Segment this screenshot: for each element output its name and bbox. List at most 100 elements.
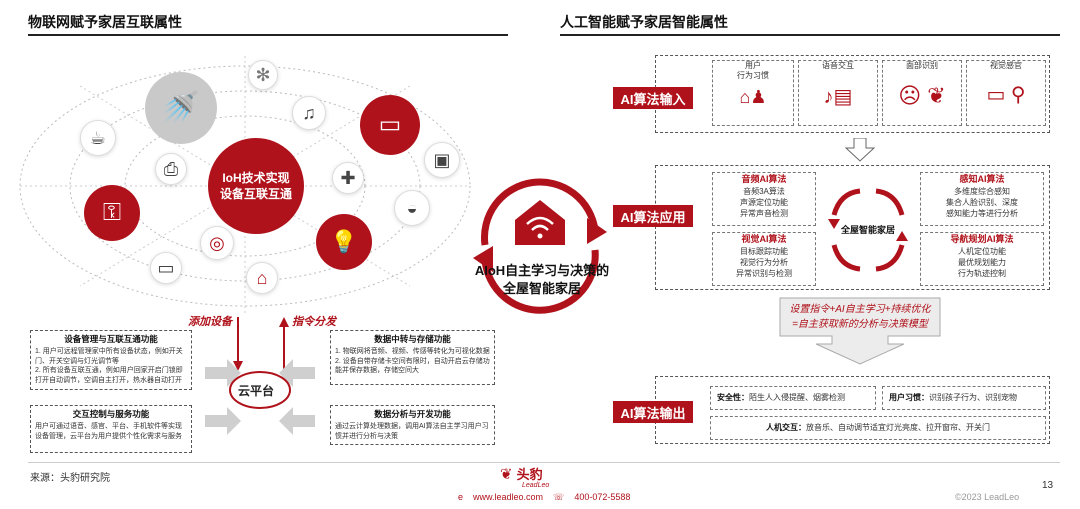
data-analysis-title: 数据分析与开发功能: [374, 409, 451, 419]
printer-icon: ⎙: [155, 153, 187, 185]
add-device-label: 添加设备: [188, 316, 232, 328]
brand-name: 头豹: [516, 467, 543, 482]
face-icon: ☹ ❦: [898, 83, 946, 108]
cycle-arrows: [473, 178, 607, 314]
center-hub: IoH技术实现 设备互联互通: [208, 138, 304, 234]
algo-audio-line: 异常声音检测: [740, 208, 788, 218]
algo-navigation-line: 行为轨迹控制: [958, 268, 1006, 278]
leopard-logo-icon: ❦: [500, 465, 513, 483]
data-transfer-line: 2. 设备自带存储卡空间有限时，自动开启云存储功能并保存数据，存储空间大: [335, 357, 490, 375]
input-item-face-label: 面部识别: [906, 61, 938, 70]
input-item-habit: 用户 行为习惯 ⌂♟: [712, 60, 794, 126]
algo-vision-title: 视觉AI算法: [741, 234, 787, 244]
right-title: 人工智能赋予家居智能属性: [560, 14, 728, 30]
data-analysis-box: 数据分析与开发功能 通过云计算处理数据，调用AI算法自主学习用户习惯并进行分析与…: [330, 405, 495, 445]
bulb-icon: 💡: [316, 214, 372, 270]
algo-vision-line: 目标跟踪功能: [740, 246, 788, 256]
output-habit: 用户习惯：识别孩子行为、识别宠物: [882, 386, 1046, 410]
device-management-title: 设备管理与互联互通功能: [64, 334, 158, 344]
brand-en: LeadLeo: [522, 482, 550, 489]
algo-perception-title: 感知AI算法: [959, 174, 1005, 184]
process-text: 设置指令+AI自主学习+持续优化 =自主获取新的分析与决策模型: [789, 304, 931, 330]
copyright: ©2023 LeadLeo: [955, 492, 1020, 502]
algo-audio-line: 声源定位功能: [740, 197, 788, 207]
output-hci-label: 人机交互：: [766, 423, 806, 432]
process-arrow: [779, 297, 941, 365]
data-transfer-box: 数据中转与存储功能 1. 物联网将音频、视频、传感等转化为可视化数据 2. 设备…: [330, 330, 495, 385]
footer-rule: [28, 462, 1060, 463]
algo-vision-line: 视觉行为分析: [740, 257, 788, 267]
input-item-vision-label: 视觉感官: [990, 61, 1022, 70]
source-note: 来源：头豹研究院: [30, 473, 110, 484]
output-habit-text: 识别孩子行为、识别宠物: [929, 393, 1017, 402]
algo-perception-line: 多维度综合感知: [954, 186, 1010, 196]
device-management-line: 1. 用户可远程管理家中所有设备状态，例如开关门、开关空调与灯光调节等: [35, 348, 183, 365]
algo-navigation-line: 最优规划能力: [958, 257, 1006, 267]
data-transfer-title: 数据中转与存储功能: [374, 334, 451, 344]
input-item-face: 面部识别 ☹ ❦: [882, 60, 962, 126]
output-habit-label: 用户习惯：: [889, 393, 929, 402]
right-title-rule: [560, 34, 1060, 36]
algo-vision: 视觉AI算法 目标跟踪功能 视觉行为分析 异常识别与检测: [712, 232, 816, 286]
interaction-control-line: 用户可通过语音、感官、平台、手机软件等实现设备管理，云平台为用户提供个性化需求与…: [35, 423, 182, 440]
family-icon: ⌂♟: [739, 87, 767, 107]
input-item-habit-label: 用户 行为习惯: [737, 61, 769, 80]
aioh-label: AIoH自主学习与决策的 全屋智能家居: [474, 263, 610, 297]
cloche-icon: ◒: [394, 190, 430, 226]
music-icon: ♫: [292, 96, 326, 130]
algo-navigation: 导航规划AI算法 人机定位功能 最优规划能力 行为轨迹控制: [920, 232, 1044, 286]
device-management-line: 2. 所有设备互联互通，例如用户回家开启门锁即打开自动调节，空调自主打开，热水器…: [35, 367, 183, 384]
output-security: 安全性：陌生人入侵提醒、烟雾检测: [710, 386, 876, 410]
algo-audio: 音频AI算法 音频3A算法 声源定位功能 异常声音检测: [712, 172, 816, 226]
home-icon: ⌂: [246, 262, 278, 294]
algo-navigation-line: 人机定位功能: [958, 246, 1006, 256]
command-dispatch-label: 指令分发: [292, 316, 336, 328]
interaction-control-box: 交互控制与服务功能 用户可通过语音、感官、平台、手机软件等实现设备管理，云平台为…: [30, 405, 192, 453]
algo-navigation-title: 导航规划AI算法: [950, 234, 1014, 244]
snowflake-icon: ✻: [248, 60, 278, 90]
phone-icon: ☏: [553, 492, 565, 502]
down-arrow-icon: [845, 138, 875, 162]
apply-frame: [655, 165, 1050, 290]
microwave-icon: ▣: [424, 142, 460, 178]
monitor-icon: ▭: [150, 252, 182, 284]
cloud-arrows: [233, 317, 289, 373]
input-item-voice: 语音交互 ♪▤: [798, 60, 878, 126]
algo-audio-line: 音频3A算法: [743, 186, 785, 196]
left-title: 物联网赋予家居互联属性: [28, 14, 182, 30]
data-analysis-line: 通过云计算处理数据，调用AI算法自主学习用户习惯并进行分析与决策: [335, 423, 489, 440]
web-icon: e: [458, 492, 464, 502]
speaker-icon: ♪▤: [823, 86, 853, 108]
apply-tag: AI算法应用: [613, 205, 693, 227]
cloud-shape: [205, 359, 315, 435]
wifi-lamp-icon: ▭ ⚲: [986, 84, 1026, 106]
key-icon: ⚿: [84, 185, 140, 241]
contact-row: e www.leadleo.com ☏ 400-072-5588: [458, 492, 630, 503]
input-item-voice-label: 语音交互: [822, 61, 854, 70]
output-hci-text: 放音乐、自动调节适宜灯光亮度、拉开窗帘、开关门: [806, 423, 990, 432]
left-title-rule: [28, 34, 508, 36]
algo-perception-line: 集合人脸识别、深度: [946, 197, 1018, 207]
phone-number: 400-072-5588: [574, 492, 631, 502]
output-tag: AI算法输出: [613, 401, 693, 423]
algo-perception-line: 感知能力等进行分析: [946, 208, 1018, 218]
brand-logo: ❦ 头豹: [500, 464, 543, 483]
apply-center-label: 全屋智能家居: [840, 225, 895, 235]
algo-audio-title: 音频AI算法: [741, 174, 787, 184]
output-security-text: 陌生人入侵提醒、烟雾检测: [749, 393, 845, 402]
output-hci: 人机交互：放音乐、自动调节适宜灯光亮度、拉开窗帘、开关门: [710, 416, 1046, 440]
apply-cycle-arrows: [828, 188, 908, 272]
device-management-box: 设备管理与互联互通功能 1. 用户可远程管理家中所有设备状态，例如开关门、开关空…: [30, 330, 192, 390]
input-tag: AI算法输入: [613, 87, 693, 109]
center-hub-label: IoH技术实现 设备互联互通: [219, 170, 292, 201]
website-link[interactable]: www.leadleo.com: [473, 492, 544, 502]
page-number: 13: [1042, 480, 1054, 491]
data-transfer-line: 1. 物联网将音频、视频、传感等转化为可视化数据: [335, 348, 490, 356]
camera-icon: ◎: [200, 226, 234, 260]
cloud-label: 云平台: [238, 384, 275, 398]
shower-icon: 🚿: [145, 72, 217, 144]
coffee-icon: ☕: [80, 120, 116, 156]
interaction-control-title: 交互控制与服务功能: [72, 409, 150, 419]
output-security-label: 安全性：: [717, 393, 749, 402]
algo-perception: 感知AI算法 多维度综合感知 集合人脸识别、深度 感知能力等进行分析: [920, 172, 1044, 226]
